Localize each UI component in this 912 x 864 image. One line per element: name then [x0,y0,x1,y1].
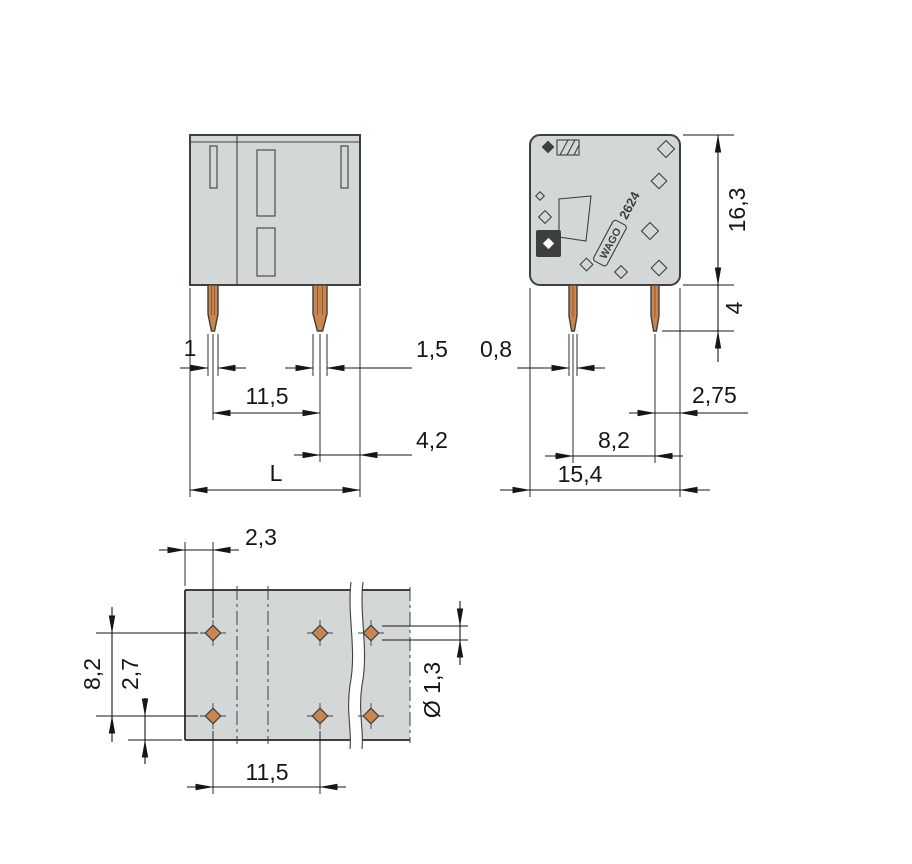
dim-label-pin-spacing-side: 8,2 [598,427,630,453]
dim-label-row-to-edge: 2,7 [117,658,143,690]
dim-label-pin-thickness: 0,8 [480,336,512,362]
dim-label-pin-to-edge-side: 2,75 [692,382,737,408]
dim-label-pin-to-edge-front: 4,2 [416,427,448,453]
housing-outline-side [529,134,681,286]
side-view: WAGO 2624 16,3 4 0,8 [480,134,750,497]
dim-overall-depth: 15,4 [500,288,710,497]
drill-hole [200,620,226,646]
dim-label-overall-length: L [270,460,283,486]
dim-pin-spacing-side: 8,2 [545,334,683,463]
dim-hole-pitch: 11,5 [187,731,346,794]
dim-label-pin2-width: 1,5 [416,336,448,362]
dim-pin-to-edge-side: 2,75 [629,288,748,420]
dim-edge-to-hole: 2,3 [159,524,277,618]
dim-pin2-width: 1,5 [285,334,448,376]
dim-pin-pitch-front: 11,5 [212,334,321,420]
front-view: 1 1,5 11,5 4,2 [180,134,448,497]
drill-hole [358,703,384,729]
dim-hole-diameter: Ø 1,3 [382,601,468,718]
housing-slot [209,145,218,189]
dim-row-spacing: 8,2 [79,607,198,742]
dim-label-pin-length: 4 [721,301,747,314]
housing-slot [340,145,349,189]
footprint-view: 2,3 8,2 2,7 11,5 [79,524,468,794]
clamp-window [256,149,276,217]
dim-pin-length: 4 [662,285,747,362]
dim-label-overall-depth: 15,4 [558,461,603,487]
solder-pin [312,284,328,332]
dim-body-height: 16,3 [683,134,750,286]
dim-label-body-height: 16,3 [724,188,750,233]
drill-hole [307,703,333,729]
drill-hole [358,620,384,646]
dim-label-hole-pitch: 11,5 [245,759,288,785]
drill-hole [200,703,226,729]
solder-pin [207,284,219,332]
clamp-window [256,227,276,277]
dim-label-hole-diameter: Ø 1,3 [419,662,445,718]
break-line [348,581,354,750]
dim-label-edge-to-hole: 2,3 [245,524,277,550]
break-line [360,581,366,750]
dim-overall-length: L [189,288,361,497]
dim-label-row-spacing: 8,2 [79,658,105,690]
dim-row-to-edge: 2,7 [117,658,182,764]
drill-hole [307,620,333,646]
dim-pin-to-edge-front: 4,2 [294,288,448,462]
dim-label-pin-pitch-front: 11,5 [245,383,288,409]
dim-pin-thickness: 0,8 [480,334,605,376]
housing-details [534,139,676,280]
